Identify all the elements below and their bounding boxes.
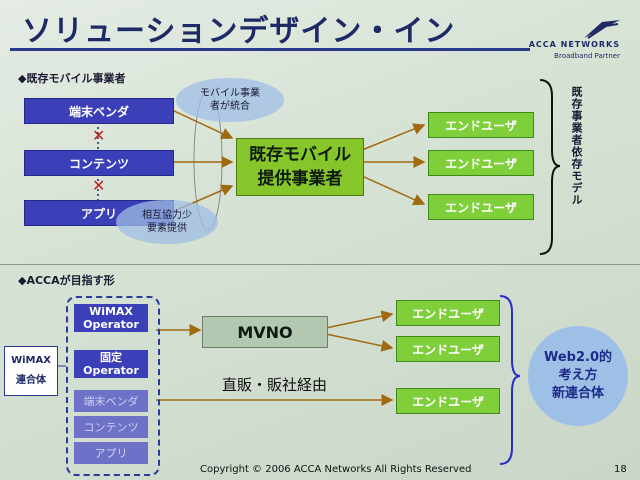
bottom-section-heading: ◆ACCAが目指す形	[18, 274, 115, 287]
section-divider	[0, 264, 640, 265]
stack-line: Operator	[83, 364, 139, 377]
end-user-box: エンドユーザ	[396, 336, 500, 362]
logo-tagline: Broadband Partner	[554, 52, 620, 60]
app-faded-box: アプリ	[74, 442, 148, 464]
end-user-box: エンドユーザ	[428, 150, 534, 176]
cooperation-bubble: 相互協力少 要素提供	[116, 200, 218, 244]
circle-line: 新連合体	[551, 386, 604, 401]
union-line: WiMAX	[11, 355, 51, 366]
stack-line: WiMAX	[89, 305, 133, 318]
union-line: 連合体	[16, 375, 46, 386]
circle-line: Web2.0的	[543, 350, 613, 365]
fixed-operator-box: 固定 Operator	[74, 350, 148, 378]
stack-line: 固定	[100, 351, 122, 364]
acca-stack-group: WiMAX Operator 固定 Operator 端末ベンダ コンテンツ ア…	[66, 296, 160, 476]
acca-logo: ACCA NETWORKS Broadband Partner	[506, 20, 626, 72]
content-box: コンテンツ	[24, 150, 174, 176]
end-user-box: エンドユーザ	[396, 388, 500, 414]
bubble-line: 要素提供	[147, 223, 187, 234]
logo-swoosh-icon	[584, 20, 620, 39]
end-user-box: エンドユーザ	[428, 194, 534, 220]
copyright-footer: Copyright © 2006 ACCA Networks All Right…	[200, 464, 472, 475]
bubble-line: 者が統合	[210, 101, 250, 112]
vendor-faded-box: 端末ベンダ	[74, 390, 148, 412]
cross-mark-icon: ✕	[92, 126, 106, 145]
integration-bubble: モバイル事業 者が統合	[176, 78, 284, 122]
content-faded-box: コンテンツ	[74, 416, 148, 438]
stack-line: Operator	[83, 318, 139, 331]
wimax-union-box: WiMAX 連合体	[4, 346, 58, 396]
mvno-box: MVNO	[202, 316, 328, 348]
cross-mark-icon: ✕	[92, 176, 106, 195]
existing-mobile-operator-box: 既存モバイル 提供事業者	[236, 138, 364, 196]
end-user-box: エンドユーザ	[428, 112, 534, 138]
center-line: 既存モバイル	[249, 145, 351, 165]
bubble-line: 相互協力少	[142, 210, 192, 221]
title-underline	[10, 48, 530, 51]
logo-brand-text: ACCA NETWORKS	[528, 40, 620, 49]
slide-title: ソリューションデザイン・イン	[22, 14, 456, 49]
wimax-operator-box: WiMAX Operator	[74, 304, 148, 332]
page-number: 18	[614, 464, 627, 475]
end-user-box: エンドユーザ	[396, 300, 500, 326]
vendor-box: 端末ベンダ	[24, 98, 174, 124]
direct-sales-label: 直販・販社経由	[222, 376, 328, 394]
top-section-heading: ◆既存モバイル事業者	[18, 72, 126, 85]
bubble-line: モバイル事業	[200, 88, 260, 99]
dependency-model-label: 既存事業者依存モデル	[570, 86, 583, 206]
center-line: 提供事業者	[257, 169, 343, 189]
web20-alliance-circle: Web2.0的 考え方 新連合体	[528, 326, 628, 426]
circle-line: 考え方	[558, 368, 598, 383]
